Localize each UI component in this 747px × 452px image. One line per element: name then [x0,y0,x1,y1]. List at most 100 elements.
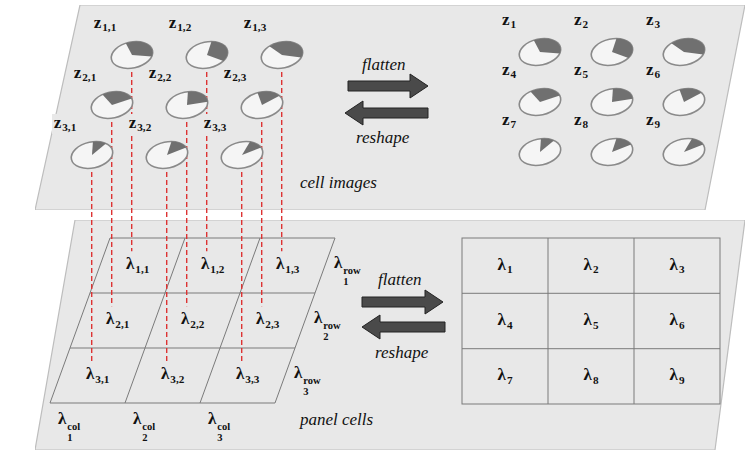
disk-outline [661,85,707,119]
disk-image [218,138,266,172]
panel-cell: λ2 [581,255,602,277]
pie-wedge [204,39,229,64]
caption-holder: cell images [300,173,377,193]
disk-image [660,135,708,169]
operation-label: flatten [378,270,421,290]
pie-wedge [89,139,107,155]
cell-label: λ8 [584,366,599,386]
cell-label: z1 [500,11,518,31]
cell-label: λ1,3 [276,255,299,275]
pie-wedge [609,85,632,103]
disk-group [517,35,563,69]
disk-group [589,135,635,169]
plane-band: panel cells λ1,1 λ1,2 λ1,3 λ2,1 λ2,2 λ2,3 λ3,1 λ… [35,220,745,450]
panel-cell: λ1,3 [273,254,302,276]
panel-cell: λ3 [667,255,688,277]
pie-wedge [609,136,631,152]
cell-label: z2 [572,11,590,31]
label-holder: flatten [378,270,421,290]
disk-group [661,135,707,169]
cell-label: λ3,2 [161,365,184,385]
disk-outline [517,35,563,69]
panel-cell: λ1,2 [198,254,227,276]
panel-cell: λ2,3 [253,309,282,331]
disk-group [661,35,707,69]
pie-wedge [534,35,562,58]
disk-image [68,138,116,172]
panel-cell: λ6 [667,310,688,332]
pie-wedge [609,36,634,61]
disk-group [589,35,635,69]
pie-wedge [257,88,280,105]
label-holder: λrow3 [294,364,321,397]
cell-label: λ2,2 [181,310,204,330]
caption-holder: panel cells [300,410,373,430]
label-holder: flatten [362,55,405,75]
cell-image: z2,3 [238,88,286,122]
cell-label: z3 [644,11,662,31]
cell-label: λ2,1 [106,310,129,330]
disk-group [517,85,563,119]
cell-image: z7 [516,135,564,169]
cell-image: z9 [660,135,708,169]
disk-image [516,85,564,119]
disk-group [68,138,114,172]
pie-wedge [125,38,153,61]
cell-label: z3,1 [52,114,79,134]
cell-label: λ2 [584,256,599,276]
plane-caption: cell images [300,173,377,192]
disk-outline [517,135,563,169]
cell-label: λ2,3 [256,310,279,330]
cell-label: λ4 [498,311,513,331]
plane-shape [35,220,745,450]
panel-cell: λ9 [667,365,688,387]
disk-outline [661,135,707,169]
grid-line [634,238,635,404]
label-holder: reshape [356,128,409,148]
operation-label: flatten [362,55,405,75]
disk-group [143,138,189,172]
disk-image [588,35,636,69]
disk-group [661,85,707,119]
disk-image [516,135,564,169]
cell-image: z1,3 [258,38,306,72]
disk-group [589,85,635,119]
column-label: λcol3 [208,410,230,443]
disk-group [517,135,563,169]
cell-image: z2 [588,35,636,69]
cell-label: z2,2 [147,64,174,84]
panel-cell: λ7 [495,365,516,387]
grid-line [548,238,549,404]
cell-label: z1,1 [92,14,119,34]
label-holder: λrow1 [334,254,361,287]
pie-wedge [537,136,555,152]
cell-image: z1 [516,35,564,69]
pie-wedge [239,140,261,155]
disk-image [516,35,564,69]
cell-label: λ1,2 [201,255,224,275]
cell-label: z7 [500,111,518,131]
cell-image: z3 [660,35,708,69]
cell-label: z1,2 [167,14,194,34]
cell-label: z8 [572,111,590,131]
panel-cell: λ3,2 [158,364,187,386]
plane-outline [35,5,745,210]
cell-label: z6 [644,61,662,81]
cell-label: λ3,1 [86,365,109,385]
cell-image: z3,1 [68,138,116,172]
pie-wedge [682,137,704,152]
cell-label: z9 [644,111,662,131]
cell-label: z3,3 [202,114,229,134]
cell-label: λ1,1 [126,255,149,275]
cell-label: λ6 [670,311,685,331]
disk-outline [238,88,284,122]
disk-group [238,88,284,122]
panel-cell: λ2,2 [178,309,207,331]
operation-label: reshape [356,128,409,148]
panel-cell: λ4 [495,310,516,332]
grid-line [462,348,720,349]
disk-image [143,138,191,172]
disk-image [660,85,708,119]
pie-wedge [530,85,560,103]
row-label: λrow3 [294,364,321,397]
